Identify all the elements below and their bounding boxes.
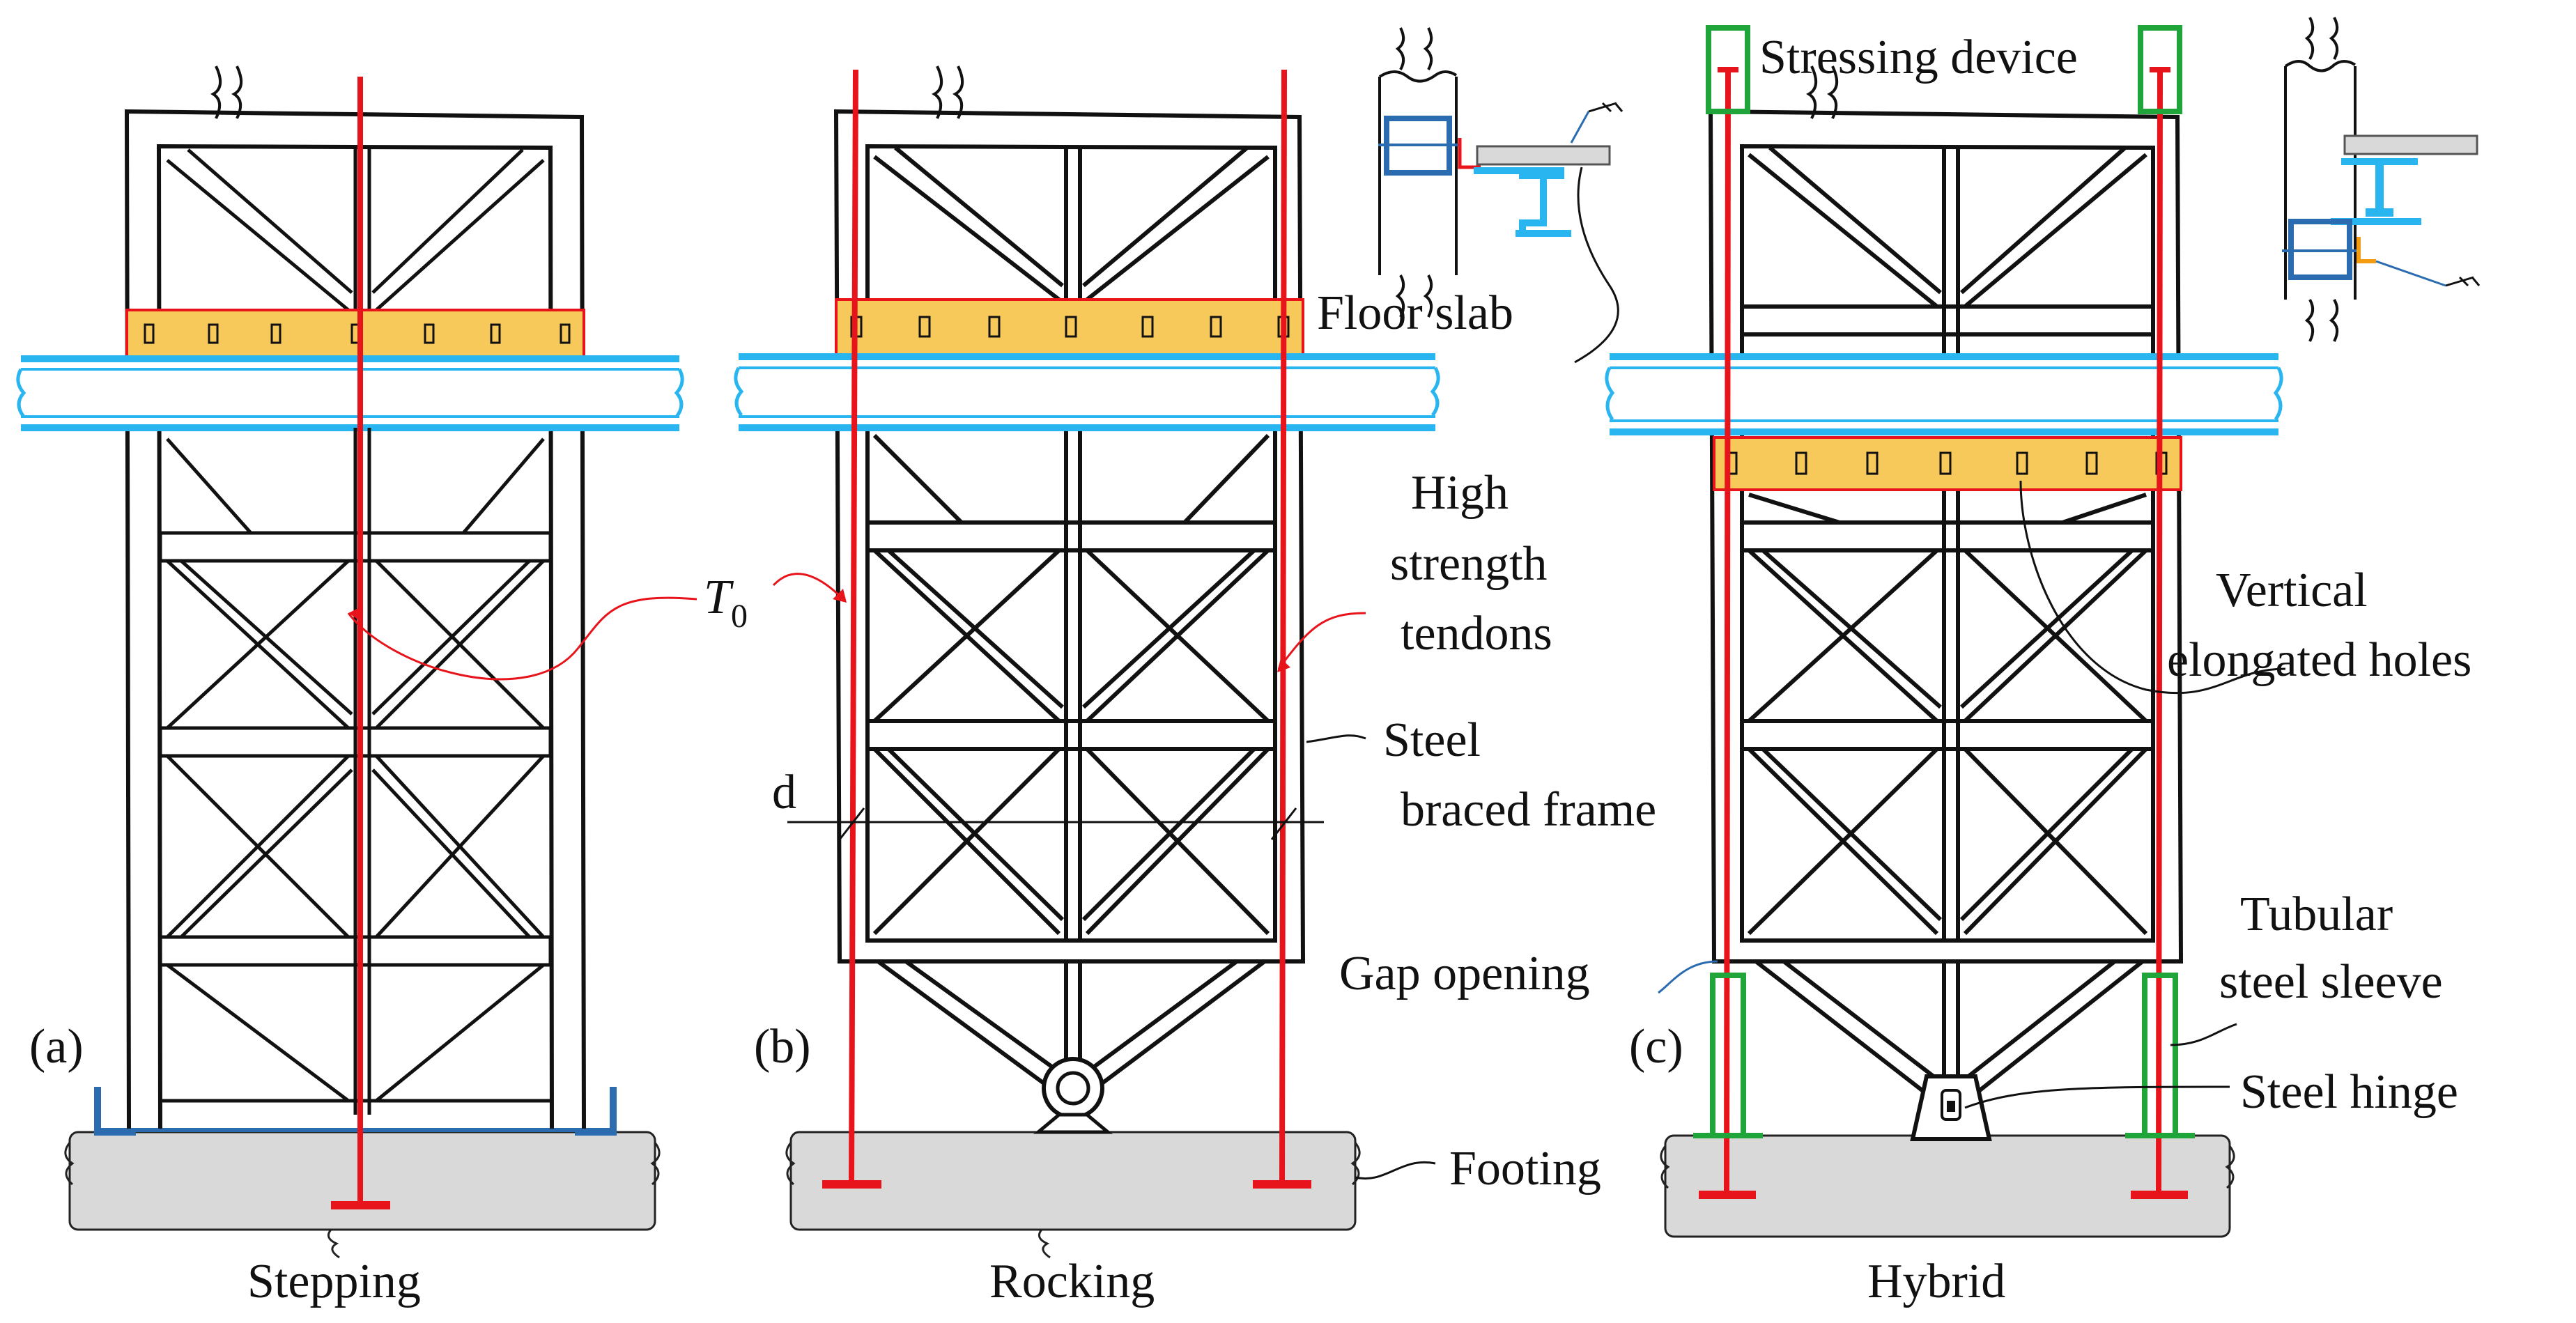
label-braced-2: braced frame [1401, 783, 1656, 837]
caption-rocking: Rocking [989, 1255, 1155, 1308]
collar-plate-c [1713, 436, 2182, 491]
lower-bracing-a [158, 428, 553, 1115]
sublabel-c: (c) [1629, 1020, 1683, 1074]
label-floor-slab: Floor slab [1317, 286, 1513, 340]
panel-rocking: d (b) Rocking [734, 65, 1440, 1308]
floor-slab-c [1605, 353, 2283, 435]
detail-inset-c [2282, 17, 2481, 342]
upper-bracing-a [166, 148, 545, 311]
label-vert-holes-2: elongated holes [2167, 633, 2471, 687]
tendons-c [1699, 67, 2188, 1199]
tendons-b [822, 69, 1311, 1189]
label-braced-1: Steel [1383, 713, 1481, 767]
section-d-line [787, 807, 1324, 840]
detail-inset-b: Floor slab [1317, 27, 1624, 364]
label-tendons-2: strength [1390, 537, 1548, 591]
tendon-a [331, 77, 390, 1209]
label-vert-holes-1: Vertical [2216, 564, 2368, 617]
frame-c [1708, 65, 2184, 1096]
floor-slab-a [16, 355, 684, 431]
columns-a [124, 65, 586, 1129]
caption-hybrid: Hybrid [1867, 1255, 2005, 1308]
angle-seats-a [94, 1087, 617, 1136]
labels-and-leaders: T0 High strength tendons Steel braced fr… [347, 31, 2471, 1196]
rocking-hinge-b [1033, 1057, 1113, 1134]
label-footing: Footing [1449, 1142, 1601, 1196]
stressing-devices-c [1706, 25, 2182, 114]
label-t0: T0 [704, 571, 748, 635]
label-tendons-1: High [1411, 466, 1509, 520]
label-t0-subscript: 0 [731, 598, 748, 635]
label-sleeve-2: steel sleeve [2219, 955, 2443, 1009]
steel-hinge-c [1910, 1074, 1992, 1141]
label-d: d [772, 766, 796, 819]
tubular-sleeves-c [1693, 973, 2195, 1138]
label-stressing-device: Stressing device [1759, 31, 2078, 84]
frame-b [833, 65, 1306, 1089]
footing-b [785, 1131, 1361, 1259]
footing-c [1660, 1134, 2235, 1238]
sublabel-b: (b) [754, 1020, 811, 1074]
panel-stepping: (a) Stepping [16, 65, 684, 1308]
floor-slab-b [734, 353, 1440, 431]
label-tendons-3: tendons [1401, 607, 1552, 660]
panel-hybrid: (c) Hybrid [1605, 25, 2283, 1308]
label-sleeve-1: Tubular [2240, 888, 2393, 941]
collar-plate-a [125, 309, 585, 359]
sublabel-a: (a) [29, 1020, 84, 1074]
label-gap-opening: Gap opening [1339, 947, 1590, 1000]
collar-plate-b [835, 298, 1304, 357]
caption-stepping: Stepping [247, 1255, 421, 1308]
label-steel-hinge: Steel hinge [2240, 1065, 2458, 1119]
